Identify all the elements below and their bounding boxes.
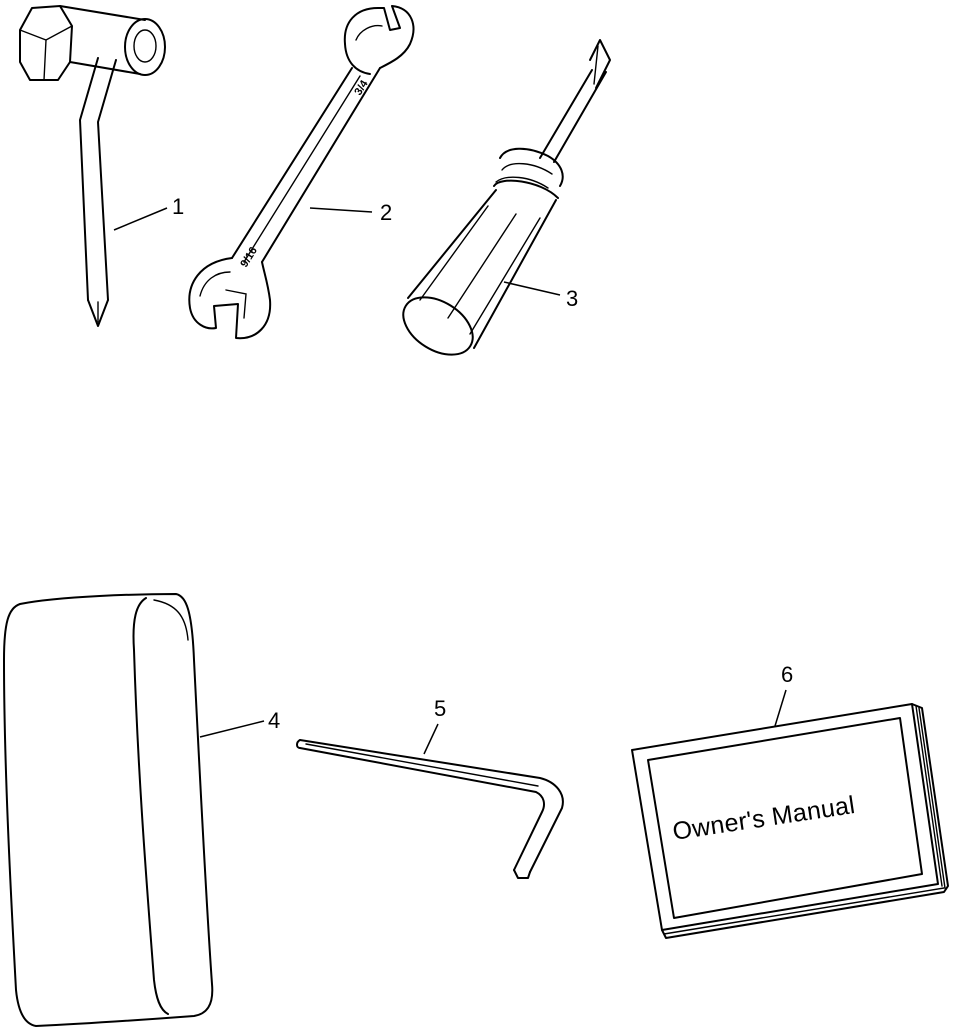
callout-leader-2 [309,207,373,213]
manual-cover-title: Owner's Manual [671,791,857,846]
screwdriver [402,39,611,356]
tool-pouch [3,593,214,1027]
wrench-size-bottom: 9/16 [238,245,260,270]
callout-leader-1 [113,207,168,231]
callout-leader-3 [503,281,561,296]
callout-label-2: 2 [380,200,392,225]
callout-label-3: 3 [566,286,578,311]
callout-label-6: 6 [781,662,793,687]
callout-label-4: 4 [268,708,280,733]
spark-plug-wrench [19,5,166,327]
wrench-size-top: 3/4 [352,78,371,98]
open-end-wrench: 3/4 9/16 [188,5,415,340]
owners-manual: Owner's Manual [631,703,949,939]
callout-leader-6 [774,689,787,727]
callout-leader-4 [199,720,265,738]
callout-label-1: 1 [172,194,184,219]
hex-key [296,739,564,879]
callout-leader-5 [423,723,439,755]
callout-label-5: 5 [434,696,446,721]
